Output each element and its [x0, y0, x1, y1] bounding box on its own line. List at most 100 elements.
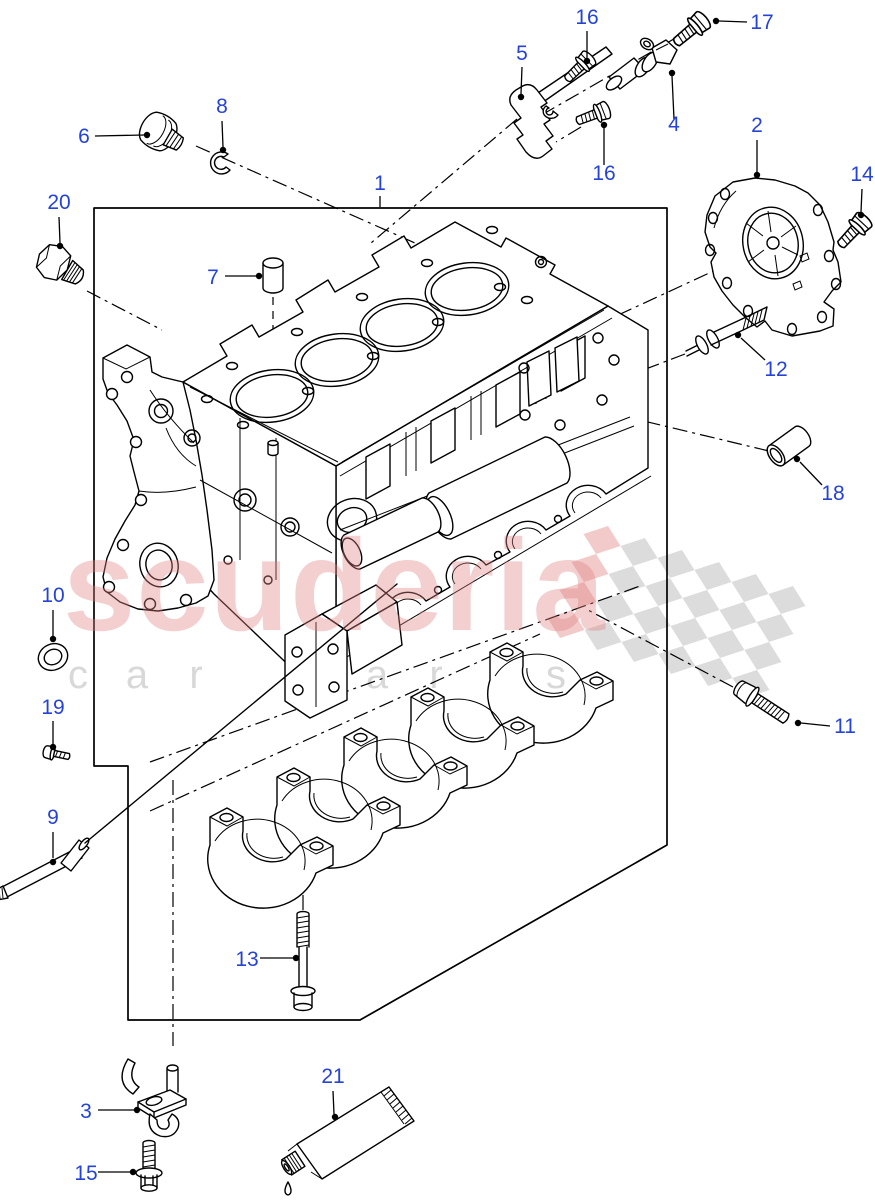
callout-label-16[interactable]: 16	[592, 162, 615, 185]
callout-label-9[interactable]: 9	[47, 806, 59, 829]
leader-dot	[331, 1113, 339, 1121]
part-13-bolt	[290, 910, 316, 1012]
engine-block	[102, 221, 652, 719]
leader-dot	[753, 171, 761, 179]
sealant-drip	[284, 1181, 292, 1196]
leader-dot	[734, 331, 742, 339]
leader-dot	[857, 211, 865, 219]
callout-label-1[interactable]: 1	[374, 172, 386, 195]
leader-dot	[49, 858, 57, 866]
callout-label-6[interactable]: 6	[78, 125, 90, 148]
leader-dot	[255, 272, 263, 280]
front-left-face-details	[199, 418, 333, 585]
checker-cell	[731, 574, 769, 602]
checker-cell	[559, 582, 597, 610]
leader-line	[520, 66, 523, 95]
timing-end-flange	[102, 344, 215, 612]
leader-dot	[794, 719, 802, 727]
leader-dot	[129, 1168, 137, 1176]
callout-label-12[interactable]: 12	[764, 358, 787, 381]
leader-dot	[49, 635, 57, 643]
checker-cell	[571, 554, 609, 582]
leader-dot	[712, 17, 720, 25]
callout-label-10[interactable]: 10	[41, 584, 64, 607]
callout-label-20[interactable]: 20	[47, 191, 70, 214]
leader-dot	[292, 954, 300, 962]
callout-label-3[interactable]: 3	[80, 1100, 92, 1123]
checker-cell	[633, 606, 671, 634]
part-12-stud	[685, 306, 768, 357]
checker-cell	[583, 526, 621, 554]
part-9-tube	[0, 583, 398, 901]
callout-label-4[interactable]: 4	[668, 113, 680, 136]
item-group-border-box	[93, 207, 668, 1021]
leader-line	[332, 1090, 335, 1115]
callout-label-14[interactable]: 14	[850, 163, 874, 186]
part-11-bolt	[733, 680, 790, 724]
callout-label-19[interactable]: 19	[41, 696, 64, 719]
part-6-plug	[138, 111, 185, 152]
part-15-bolt	[135, 1139, 163, 1192]
deck-bolt-holes	[200, 225, 548, 430]
leader-dot	[56, 242, 64, 250]
checker-cell	[596, 594, 634, 622]
callout-label-7[interactable]: 7	[207, 266, 219, 289]
checker-cell	[621, 634, 659, 662]
watermark-letter: r	[189, 653, 202, 697]
callout-label-13[interactable]: 13	[235, 948, 258, 971]
leader-line	[740, 337, 766, 361]
part-7-dowel	[262, 257, 284, 457]
checker-cell	[645, 578, 683, 606]
callout-label-17[interactable]: 17	[750, 11, 773, 34]
checker-cell	[584, 622, 622, 650]
leader-line	[94, 134, 145, 137]
checker-cell	[744, 642, 782, 670]
leader-dot	[793, 455, 801, 463]
callout-label-11[interactable]: 11	[834, 715, 856, 738]
part-10-seal	[37, 642, 69, 672]
leader-line	[800, 722, 831, 727]
callout-label-8[interactable]: 8	[216, 95, 228, 118]
callout-label-15[interactable]: 15	[74, 1162, 97, 1185]
checker-cell	[719, 602, 757, 630]
watermark-letter: a	[126, 653, 149, 697]
checker-cell	[620, 538, 658, 566]
checker-cell	[547, 610, 585, 638]
crankcase-face-details	[302, 317, 652, 684]
leader-dot	[143, 131, 151, 139]
callout-label-2[interactable]: 2	[751, 114, 763, 137]
callout-label-18[interactable]: 18	[821, 482, 844, 505]
leader-dot	[49, 743, 57, 751]
leader-dot	[133, 1106, 141, 1114]
checker-cell	[682, 590, 720, 618]
checker-cell	[756, 614, 794, 642]
checker-cell	[694, 562, 732, 590]
callout-label-21[interactable]: 21	[321, 1065, 344, 1088]
checker-cell	[670, 618, 708, 646]
part-20-plug	[35, 244, 85, 285]
leader-dot	[668, 69, 676, 77]
leader-dot	[583, 57, 591, 65]
leader-dot	[219, 146, 227, 154]
part-3-oil-jet	[121, 1058, 187, 1138]
watermark-letter: a	[366, 653, 389, 697]
part-8-washer	[209, 151, 231, 175]
part-21-sealant-tube	[280, 1086, 415, 1196]
diagram-line-art	[0, 8, 875, 1196]
callout-label-5[interactable]: 5	[516, 42, 528, 65]
part-4-sensor	[605, 37, 678, 91]
scuderia-watermark: scuderia	[63, 512, 606, 658]
watermark-letter: r	[429, 653, 442, 697]
watermark-letter: s	[546, 653, 566, 697]
leader-line	[671, 75, 675, 120]
checker-cell	[695, 658, 733, 686]
leader-line	[58, 216, 61, 244]
leader-line	[860, 188, 863, 213]
engine-mount-boss	[284, 584, 403, 719]
callout-label-16[interactable]: 16	[575, 6, 598, 29]
callout-leader-lines	[49, 17, 865, 1176]
leader-dot	[600, 121, 608, 129]
leader-dot	[517, 93, 525, 101]
